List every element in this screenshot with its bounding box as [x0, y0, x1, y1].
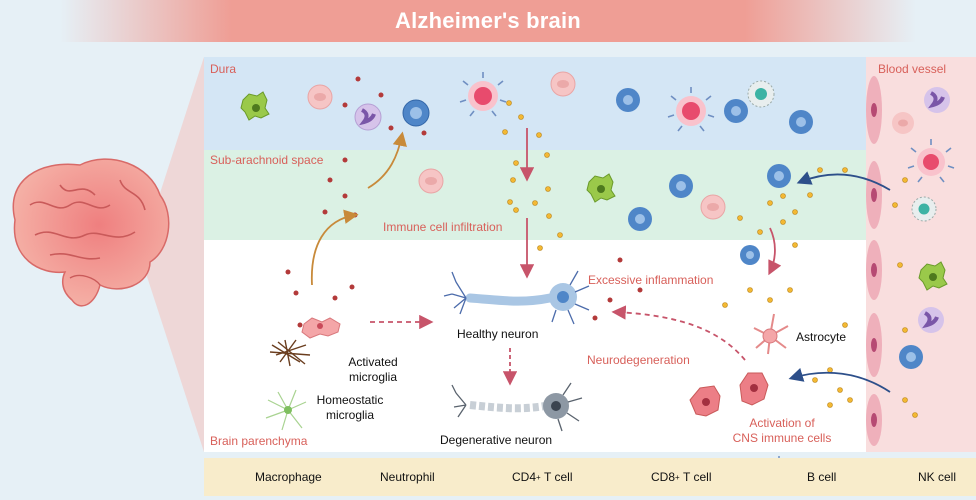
cytokines-yellow [502, 100, 918, 418]
brain-illustration [12, 158, 170, 307]
legend-cd4-t-cell: CD4+ T cell [512, 458, 572, 496]
astrocyte-illustration [753, 313, 789, 355]
activation-cns-label-line2: CNS immune cells [732, 431, 832, 445]
parenchyma-layer [204, 240, 866, 452]
cns-immune-cells-illustration [689, 372, 769, 417]
arrow-vessel-to-parenchyma [788, 367, 891, 393]
homeostatic-microglia-illustration [265, 389, 307, 431]
activated-microglia-label-line2: microglia [348, 370, 397, 384]
legend-nk-cell: NK cell [918, 470, 957, 484]
legend-cd8-superscript: + [675, 472, 680, 482]
dura-cells [240, 71, 813, 134]
excessive-inflammation-label: Excessive inflammation [588, 273, 714, 287]
blood-vessel-label: Blood vessel [878, 62, 947, 76]
healthy-neuron-illustration [443, 270, 590, 325]
activated-microglia-illustration [269, 317, 341, 367]
subarachnoid-cells [418, 164, 791, 265]
immune-infiltration-label: Immune cell infiltration [383, 220, 503, 234]
blood-vessel-layer [866, 57, 976, 452]
legend-neutrophil: Neutrophil [380, 470, 435, 484]
homeostatic-microglia-label-line1: Homeostatic [316, 393, 384, 407]
dura-label: Dura [210, 62, 237, 76]
arrow-subarachnoid-to-dura [367, 131, 407, 189]
vessel-wall-cells [866, 76, 882, 446]
zoom-wedge [140, 57, 204, 452]
title-banner: Alzheimer's brain [60, 0, 916, 42]
cytokines-red [285, 76, 643, 328]
subarachnoid-label: Sub-arachnoid space [210, 153, 324, 167]
healthy-neuron-label: Healthy neuron [457, 327, 539, 341]
legend: Macrophage Neutrophil CD4+ T cell CD8+ T… [204, 458, 976, 496]
legend-macrophage: Macrophage [255, 470, 322, 484]
arrow-parenchyma-to-subarachnoid [311, 209, 359, 286]
legend-cd8-t-cell: CD8+ T cell [651, 458, 711, 496]
arrow-to-astrocyte [768, 227, 782, 276]
activation-cns-label-line1: Activation of [749, 416, 815, 430]
arrow-neurodegeneration [611, 305, 746, 361]
subarachnoid-layer [204, 150, 866, 240]
legend-cd8-text: CD8 [651, 470, 676, 484]
astrocyte-label: Astrocyte [796, 330, 847, 344]
legend-b-cell: B cell [807, 470, 837, 484]
legend-cd8-tcell-text: T cell [683, 470, 712, 484]
degenerative-neuron-illustration [451, 382, 583, 432]
neurodegeneration-label: Neurodegeneration [587, 353, 690, 367]
parenchyma-label: Brain parenchyma [210, 434, 308, 448]
legend-cd4-superscript: + [536, 472, 541, 482]
legend-cd4-text: CD4 [512, 470, 537, 484]
legend-cd4-tcell-text: T cell [544, 470, 573, 484]
blood-cells [892, 87, 955, 369]
page-title: Alzheimer's brain [395, 8, 581, 33]
activated-microglia-label-line1: Activated [348, 355, 398, 369]
homeostatic-microglia-label-line2: microglia [325, 408, 374, 422]
degenerative-neuron-label: Degenerative neuron [440, 433, 553, 447]
arrow-vessel-to-subarachnoid [796, 171, 891, 191]
